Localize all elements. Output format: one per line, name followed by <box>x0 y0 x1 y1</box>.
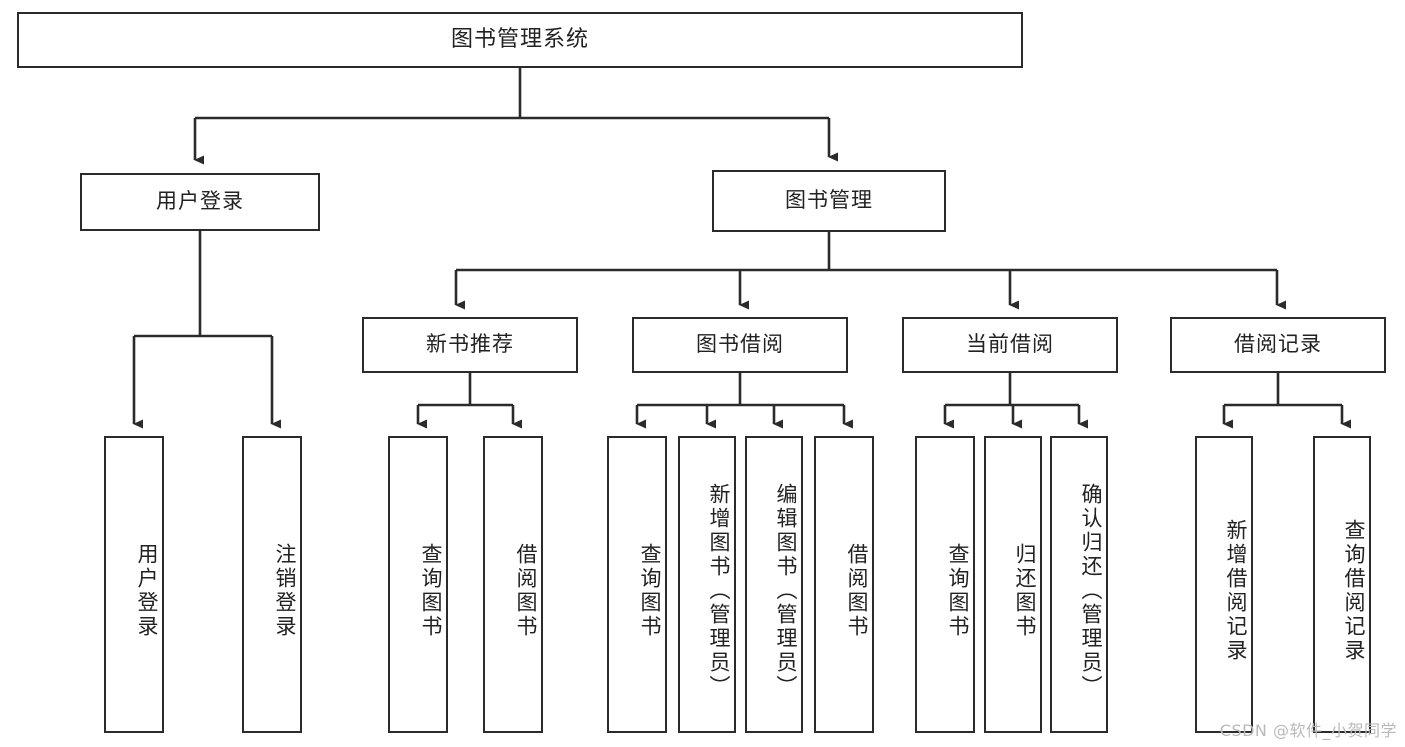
node-label: 编辑图书（管理员） <box>774 482 798 699</box>
node-label: 查询图书 <box>946 542 970 639</box>
node-label: 查询图书 <box>419 542 443 639</box>
node-label: 确认归还（管理员） <box>1079 482 1103 699</box>
node-book-management-system[interactable]: 图书管理系统 <box>17 12 1023 68</box>
node-current-borrow[interactable]: 当前借阅 <box>902 317 1118 373</box>
node-label: 查询借阅记录 <box>1342 518 1366 663</box>
node-label: 注销登录 <box>273 542 297 639</box>
node-label: 图书借阅 <box>696 332 784 357</box>
node-label: 借阅记录 <box>1234 332 1322 357</box>
node-book-management[interactable]: 图书管理 <box>712 170 946 232</box>
csdn-watermark: CSDN @软件_小贺同学 <box>1219 721 1397 740</box>
node-label: 新增借阅记录 <box>1224 518 1248 663</box>
node-label: 归还图书 <box>1013 542 1037 639</box>
node-label: 用户登录 <box>156 189 244 214</box>
node-user-login[interactable]: 用户登录 <box>80 173 320 231</box>
node-label: 借阅图书 <box>845 542 869 639</box>
node-label: 图书管理 <box>785 188 873 213</box>
node-user-logout-leaf[interactable]: 注销登录 <box>242 436 302 733</box>
node-new-book-recommend[interactable]: 新书推荐 <box>362 317 578 373</box>
node-current-return-book[interactable]: 归还图书 <box>984 436 1042 733</box>
node-recommend-borrow-book[interactable]: 借阅图书 <box>483 436 543 733</box>
node-current-query-book[interactable]: 查询图书 <box>915 436 975 733</box>
node-borrow-add-book-admin[interactable]: 新增图书（管理员） <box>678 436 736 733</box>
node-borrow-records[interactable]: 借阅记录 <box>1170 317 1386 373</box>
node-borrow-borrow-book[interactable]: 借阅图书 <box>814 436 874 733</box>
node-label: 用户登录 <box>135 542 159 639</box>
node-label: 新增图书（管理员） <box>707 482 731 699</box>
node-borrow-edit-book-admin[interactable]: 编辑图书（管理员） <box>745 436 803 733</box>
node-label: 借阅图书 <box>514 542 538 639</box>
node-label: 图书管理系统 <box>450 26 589 52</box>
node-label: 查询图书 <box>638 542 662 639</box>
node-book-borrow[interactable]: 图书借阅 <box>632 317 848 373</box>
node-recommend-query-book[interactable]: 查询图书 <box>388 436 448 733</box>
node-label: 当前借阅 <box>966 332 1054 357</box>
node-user-login-leaf[interactable]: 用户登录 <box>104 436 164 733</box>
node-current-confirm-return-admin[interactable]: 确认归还（管理员） <box>1050 436 1108 733</box>
node-records-query[interactable]: 查询借阅记录 <box>1313 436 1371 733</box>
node-borrow-query-book[interactable]: 查询图书 <box>607 436 667 733</box>
node-records-add[interactable]: 新增借阅记录 <box>1195 436 1253 733</box>
node-label: 新书推荐 <box>426 332 514 357</box>
